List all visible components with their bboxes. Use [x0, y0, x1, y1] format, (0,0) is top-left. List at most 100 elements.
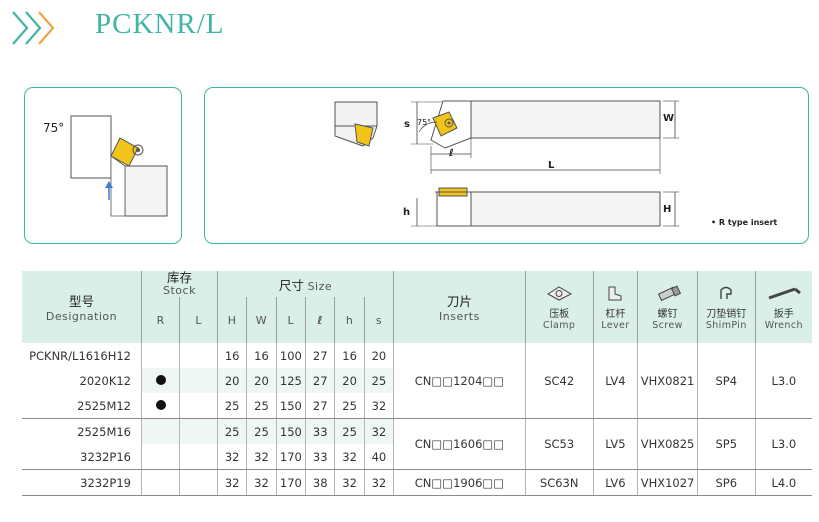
header-h: h	[334, 297, 365, 343]
stock-r-cell	[140, 368, 180, 393]
s-cell: 25	[363, 368, 394, 393]
L-cell: 150	[275, 393, 306, 419]
h-cell: 25	[334, 418, 365, 444]
l-cell: 33	[305, 418, 335, 444]
s-cell: 40	[363, 444, 394, 470]
H-cell: 32	[216, 469, 247, 496]
header-W: W	[246, 297, 277, 343]
stock-l-cell	[179, 393, 218, 419]
lever-cell: LV4	[592, 343, 638, 419]
insert-cell: CN□□1204□□	[393, 343, 526, 419]
H-cell: 16	[216, 343, 247, 368]
clamp-cell: SC53	[524, 418, 594, 470]
toolholder-angle-drawing	[70, 115, 168, 217]
header-wrench: 扳手 Wrench	[754, 271, 812, 343]
stock-r-cell	[140, 343, 180, 368]
h-cell: 32	[334, 444, 365, 470]
H-cell: 20	[216, 368, 247, 393]
table-row: 2525M16 25 25 150 33 25 32 CN□□1606□□ SC…	[22, 418, 812, 470]
wrench-cell: L3.0	[754, 343, 812, 419]
chevron-logo-icon	[12, 11, 55, 45]
W-cell: 20	[246, 368, 277, 393]
l-cell: 27	[305, 368, 335, 393]
screw-icon	[657, 284, 681, 301]
W-cell: 32	[246, 469, 277, 496]
L-cell: 170	[275, 444, 306, 470]
screw-cell: VHX0821	[637, 343, 698, 419]
L-cell: 125	[275, 368, 306, 393]
wrench-icon	[768, 287, 801, 299]
header-H: H	[216, 297, 247, 343]
L-cell: 170	[275, 469, 306, 496]
wrench-cell: L3.0	[754, 418, 812, 470]
l-cell: 27	[305, 343, 335, 368]
screw-cell: VHX1027	[637, 469, 698, 496]
dim-H-label: H	[663, 204, 672, 215]
wrench-cell: L4.0	[754, 469, 812, 496]
insert-cell: CN□□1906□□	[393, 469, 526, 496]
shim-cell: SP6	[696, 469, 756, 496]
shim-pin-icon	[720, 286, 732, 299]
header-size: 尺寸 Size	[216, 271, 394, 297]
dim-l-label: ℓ	[449, 148, 454, 159]
header-l: ℓ	[305, 297, 335, 343]
dim-h-label: h	[403, 207, 411, 218]
stock-r-cell	[140, 444, 180, 470]
in-stock-dot	[155, 374, 166, 385]
l-cell: 38	[305, 469, 335, 496]
lever-cell: LV5	[592, 418, 638, 470]
model-cell: 2525M12	[22, 393, 142, 419]
W-cell: 32	[246, 444, 277, 470]
L-cell: 100	[275, 343, 306, 368]
lever-cell: LV6	[592, 469, 638, 496]
header-shimpin: 刀垫销钉 ShimPin	[696, 271, 756, 343]
top-view-angle-label: 75°	[417, 118, 432, 127]
stock-r-cell	[140, 393, 180, 419]
header-s: s	[363, 297, 394, 343]
l-cell: 33	[305, 444, 335, 470]
s-cell: 32	[363, 393, 394, 419]
s-cell: 32	[363, 469, 394, 496]
dim-W-label: W	[663, 113, 675, 124]
stock-l-cell	[179, 343, 218, 368]
h-cell: 32	[334, 469, 365, 496]
header-screw: 螺钉 Screw	[637, 271, 698, 343]
stock-l-cell	[179, 444, 218, 470]
stock-l-cell	[179, 418, 218, 444]
model-cell: PCKNR/L1616H12	[29, 348, 131, 363]
insert-cell: CN□□1606□□	[393, 418, 526, 470]
W-cell: 25	[246, 418, 277, 444]
header-designation: 型号 Designation	[22, 271, 142, 343]
stock-r-cell	[140, 418, 180, 444]
h-cell: 25	[334, 393, 365, 419]
model-cell: 3232P16	[22, 444, 142, 470]
angle-label: 75°	[43, 121, 65, 135]
clamp-cell: SC42	[524, 343, 594, 419]
h-cell: 20	[334, 368, 365, 393]
dim-L-label: L	[548, 160, 555, 171]
h-cell: 16	[334, 343, 365, 368]
angle-detail-panel: 75°	[24, 87, 182, 244]
screw-cell: VHX0825	[637, 418, 698, 470]
L-cell: 150	[275, 418, 306, 444]
s-cell: 20	[363, 343, 394, 368]
header-stock-l: L	[179, 297, 218, 343]
shim-cell: SP4	[696, 343, 756, 419]
clamp-cell: SC63N	[524, 469, 594, 496]
model-cell: 2020K12	[79, 373, 131, 388]
stock-l-cell	[179, 368, 218, 393]
insert-type-note: • R type insert	[711, 218, 778, 227]
H-cell: 32	[216, 444, 247, 470]
header-clamp: 压板 Clamp	[524, 271, 594, 343]
table-row: PCKNR/L1616H12 16 16 100 27 16 20 CN□□12…	[22, 343, 812, 419]
header-L: L	[275, 297, 306, 343]
model-cell: 3232P19	[22, 469, 142, 496]
page-title: PCKNR/L	[95, 8, 225, 40]
shim-cell: SP5	[696, 418, 756, 470]
header-lever: 杠杆 Lever	[592, 271, 638, 343]
table-row: 3232P16 32 32 170 33 32 40	[22, 444, 812, 470]
l-cell: 27	[305, 393, 335, 419]
spec-table: 型号 Designation 库存 Stock 尺寸 Size 刀片 Inser…	[22, 271, 812, 496]
clamp-icon	[547, 285, 573, 301]
lever-icon	[608, 286, 622, 300]
